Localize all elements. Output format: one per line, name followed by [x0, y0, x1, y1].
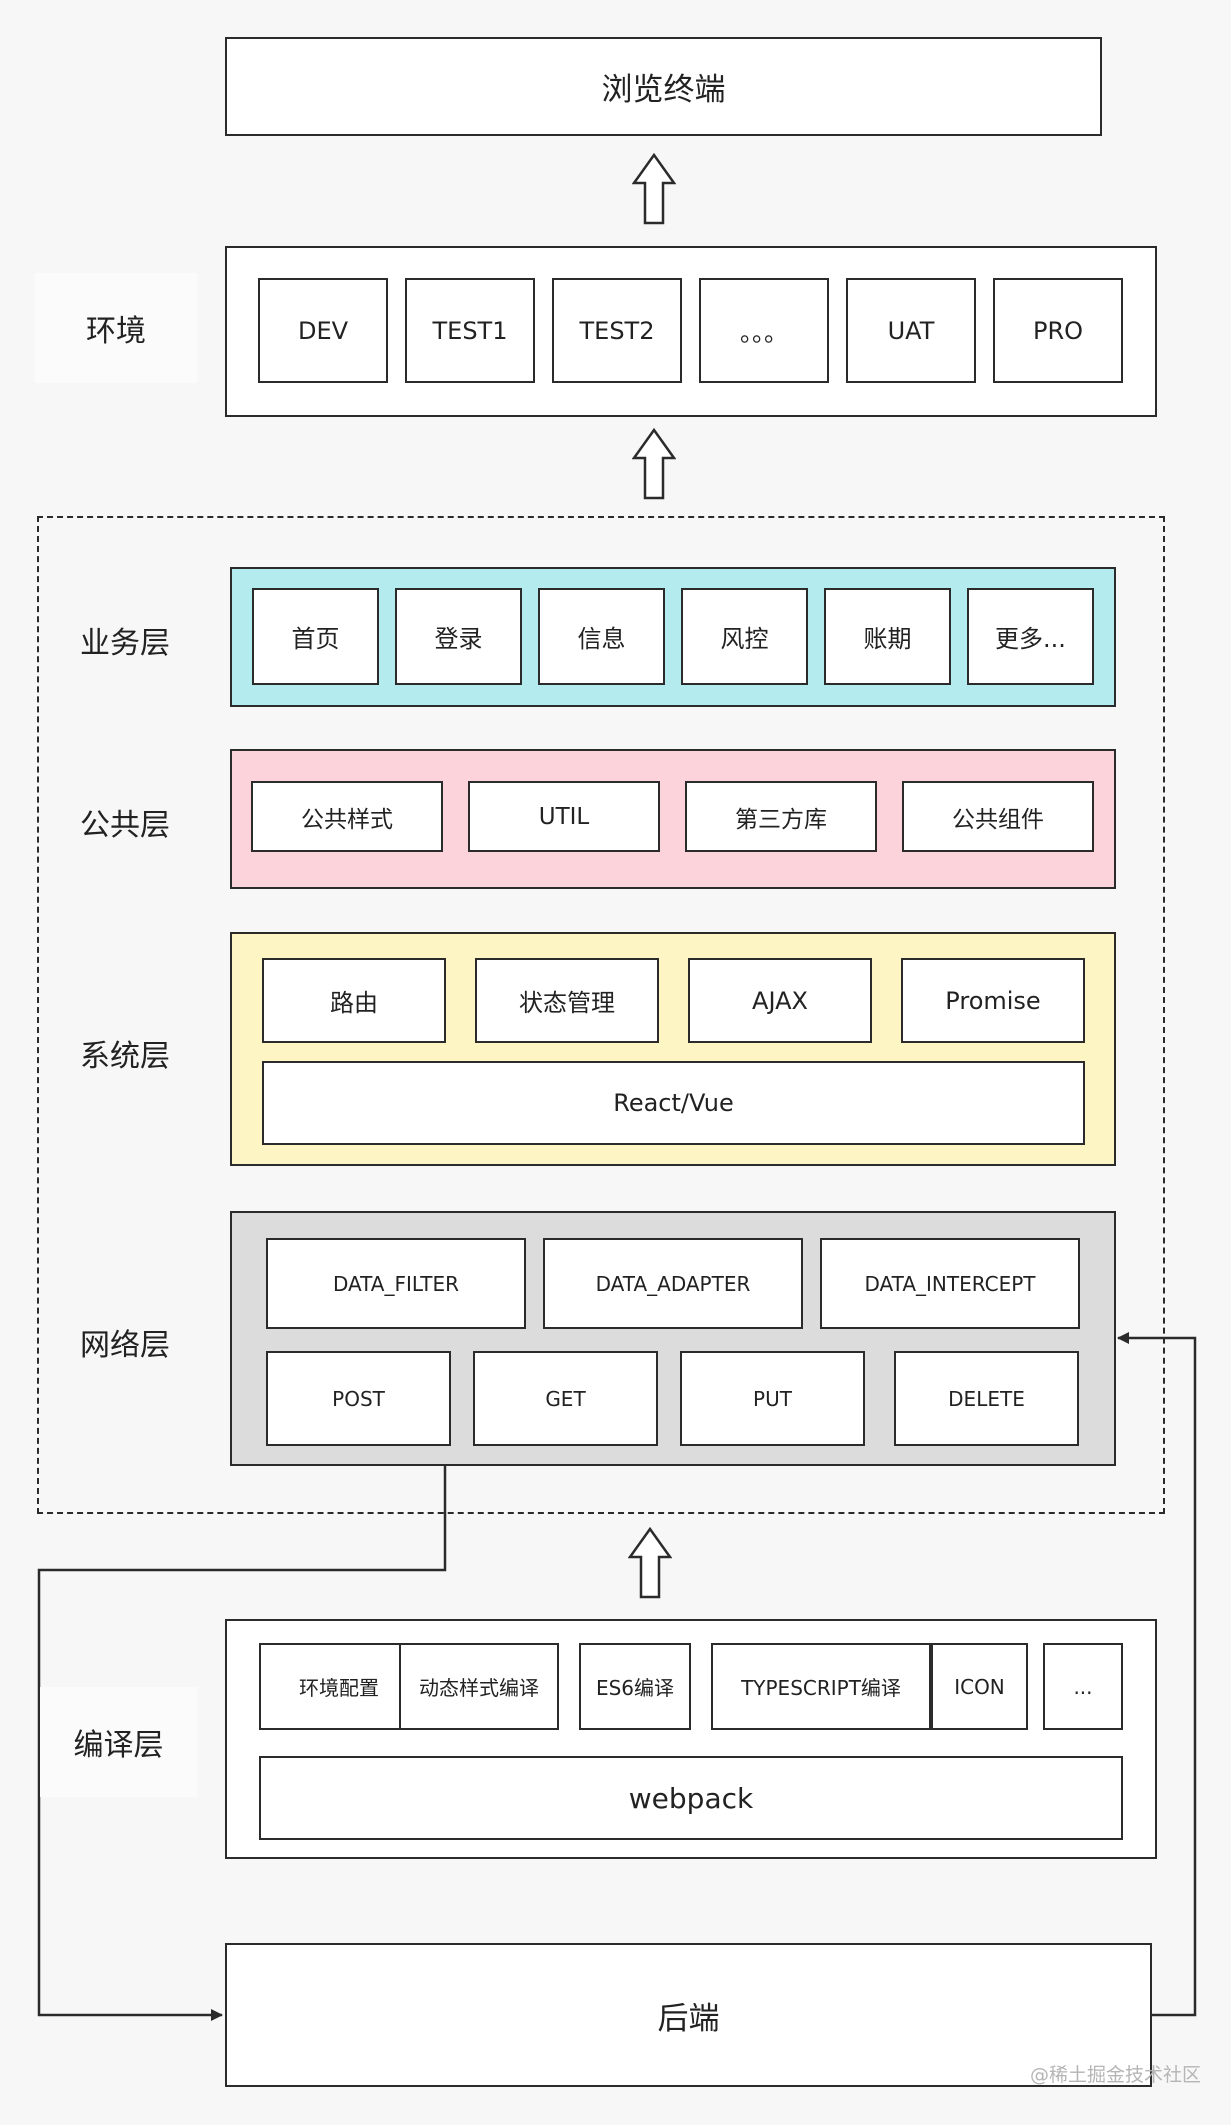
watermark: @稀土掘金技术社区	[1029, 2064, 1201, 2086]
common-item-box: 第三方库	[685, 781, 877, 852]
compile-item-box-label: TYPESCRIPT编译	[741, 1676, 901, 1700]
env-item-box: PRO	[993, 278, 1123, 383]
system-item-box-label: 状态管理	[519, 989, 615, 1017]
compile-base-box: webpack	[259, 1756, 1123, 1840]
common-item-box: 公共组件	[902, 781, 1094, 852]
business-item-box: 风控	[681, 588, 808, 685]
business-item-box: 更多...	[967, 588, 1094, 685]
business-item-box-label: 信息	[577, 625, 626, 653]
compile-item-box: ES6编译	[579, 1643, 691, 1730]
env-item-box: TEST2	[552, 278, 682, 383]
network-handler-box: DATA_FILTER	[266, 1238, 526, 1329]
compile-layer-title: 编译层	[40, 1687, 197, 1797]
up-arrow-icon	[632, 153, 676, 225]
network-method-box: PUT	[680, 1351, 865, 1446]
compile-item-box-label: 动态样式编译	[419, 1676, 539, 1700]
business-item-box-label: 登录	[434, 625, 483, 653]
common-item-box-label: UTIL	[538, 803, 590, 830]
system-item-box-label: Promise	[945, 986, 1041, 1015]
network-handler-box-label: DATA_INTERCEPT	[864, 1271, 1036, 1296]
network-method-box: POST	[266, 1351, 451, 1446]
compile-item-box: 动态样式编译	[399, 1643, 559, 1730]
compile-item-box-label: 环境配置	[299, 1676, 379, 1700]
business-item-box: 登录	[395, 588, 522, 685]
compile-item-box-label: ...	[1073, 1674, 1093, 1699]
env-item-box-label: 。。。	[740, 319, 788, 347]
system-item-box: 状态管理	[475, 958, 659, 1043]
business-layer-title: 业务层	[80, 626, 170, 661]
system-base-box: React/Vue	[262, 1061, 1085, 1145]
network-method-box-label: GET	[545, 1386, 586, 1411]
common-item-box: UTIL	[468, 781, 660, 852]
network-method-box-label: DELETE	[948, 1386, 1025, 1411]
up-arrow-icon	[632, 428, 676, 500]
network-handler-box: DATA_ADAPTER	[543, 1238, 803, 1329]
backend-label: 后端	[657, 2000, 720, 2037]
system-item-box-label: AJAX	[752, 986, 808, 1015]
compile-item-box: 环境配置	[259, 1643, 419, 1730]
common-item-box-label: 第三方库	[735, 806, 827, 833]
network-to-backend-line	[37, 1466, 447, 2021]
compile-item-box-label: ICON	[954, 1674, 1005, 1699]
env-item-box: UAT	[846, 278, 976, 383]
network-method-box: DELETE	[894, 1351, 1079, 1446]
system-base-box-label: React/Vue	[613, 1089, 734, 1117]
common-item-box-label: 公共组件	[952, 806, 1044, 833]
system-item-box: 路由	[262, 958, 446, 1043]
business-item-box-label: 风控	[720, 625, 769, 653]
business-item-box-label: 更多...	[995, 625, 1066, 653]
env-item-box-label: DEV	[297, 316, 349, 345]
env-item-box-label: PRO	[1032, 316, 1084, 345]
compile-item-box-label: ES6编译	[595, 1676, 675, 1700]
system-layer-title: 系统层	[80, 1039, 170, 1074]
network-handler-box-label: DATA_FILTER	[332, 1271, 460, 1296]
business-item-box: 账期	[824, 588, 951, 685]
env-item-box-label: TEST1	[432, 316, 508, 345]
network-method-box: GET	[473, 1351, 658, 1446]
backend-to-network-line	[1117, 1332, 1197, 2017]
backend-box: 后端	[225, 1943, 1152, 2087]
common-item-box: 公共样式	[251, 781, 443, 852]
network-handler-box: DATA_INTERCEPT	[820, 1238, 1080, 1329]
frontend-dashed-container	[37, 516, 1165, 1514]
browser-terminal-box: 浏览终端	[225, 37, 1102, 136]
network-method-box-label: PUT	[753, 1386, 792, 1411]
up-arrow-icon	[628, 1527, 672, 1599]
env-item-box: 。。。	[699, 278, 829, 383]
business-item-box-label: 账期	[863, 625, 912, 653]
system-item-box: Promise	[901, 958, 1085, 1043]
network-method-box-label: POST	[332, 1386, 385, 1411]
env-item-box: DEV	[258, 278, 388, 383]
network-layer-title: 网络层	[80, 1328, 170, 1363]
env-title: 环境	[35, 273, 197, 383]
business-item-box-label: 首页	[291, 625, 340, 653]
business-item-box: 信息	[538, 588, 665, 685]
network-handler-box-label: DATA_ADAPTER	[595, 1271, 751, 1296]
env-item-box: TEST1	[405, 278, 535, 383]
compile-base-box-label: webpack	[628, 1781, 754, 1815]
compile-item-box: TYPESCRIPT编译	[711, 1643, 931, 1730]
common-item-box-label: 公共样式	[301, 806, 393, 833]
common-layer-title: 公共层	[80, 808, 170, 843]
compile-item-box: ...	[1043, 1643, 1123, 1730]
business-item-box: 首页	[252, 588, 379, 685]
env-item-box-label: UAT	[887, 316, 935, 345]
env-item-box-label: TEST2	[579, 316, 655, 345]
browser-terminal-label: 浏览终端	[601, 72, 726, 108]
compile-item-box: ICON	[931, 1643, 1028, 1730]
system-item-box: AJAX	[688, 958, 872, 1043]
system-item-box-label: 路由	[330, 989, 378, 1017]
